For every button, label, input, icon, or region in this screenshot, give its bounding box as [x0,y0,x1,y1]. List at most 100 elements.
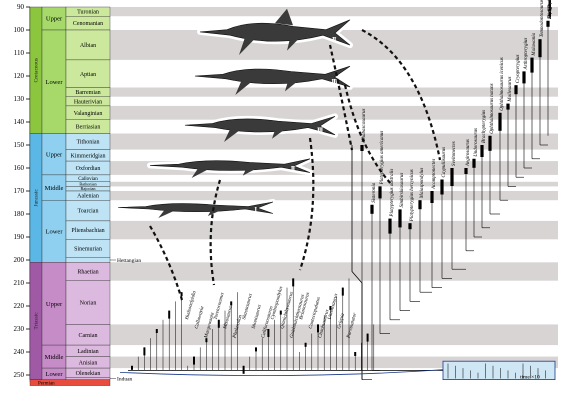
hettangian-label: Hettangian [117,258,141,264]
stem-range-bar [267,329,270,337]
stage-label: Aalenian [77,194,99,200]
taxon-label: Ichthyosaurus [548,0,553,20]
axis-tick-label: 210 [14,279,25,287]
axis-tick-label: 220 [14,302,25,310]
silhouette-temnodontosaurus-front-flipper [224,129,239,142]
taxon-label: Hudsonelpidia [185,290,198,321]
connector-2 [343,84,393,186]
stage-label: Tithonian [76,140,99,146]
stage-label: Bajocian [81,186,97,191]
taxon-label: Aegirosaurus [466,139,471,167]
stem-range-bar [292,278,295,287]
phylogenetic-tree [119,20,550,380]
connector-1 [328,44,354,151]
stage-label: Valanginian [74,111,103,117]
connector-5 [149,225,184,301]
epoch-cell [41,29,67,134]
stage-band [110,356,558,369]
silhouette-platypterygius-dorsal-fin [275,8,293,26]
stage-band [110,105,558,120]
taxon-label: Malawania [532,32,537,56]
crown-range-bar [514,85,518,95]
period-label: Jurassic [34,189,40,207]
stem-range-bar [180,292,183,297]
stage-label: Oxfordian [76,165,101,172]
period-label: Permian [38,381,55,386]
stem-range-bar [317,324,319,333]
taxon-label: Grippia [337,312,346,329]
silhouette-label: III [331,78,337,86]
stage-column: TuronianCenomanianAlbianAptianBarremianH… [65,6,111,380]
axis-tick-label: 240 [14,348,25,356]
axis-tick-label: 180 [14,210,25,218]
stage-band [110,181,558,187]
taxon-label: Brachypterygius [482,110,487,143]
axis-tick-label: 170 [14,187,25,195]
taxon-label: Macgowania [204,312,216,340]
silhouette-label: II [291,165,296,173]
epoch-label: Lower [46,79,64,86]
tree-spine [351,145,363,380]
crown-range-bar [388,218,392,234]
crown-range-bar [546,20,550,27]
epoch-label: Middle [45,354,64,361]
stage-label: Anisian [79,360,98,366]
connector-4 [209,179,222,286]
silhouette-mixosaurus [117,201,274,214]
axis-tick-label: 130 [14,95,25,103]
stage-label: Norian [80,301,97,307]
taxon-label: Sveltonectes [452,141,457,166]
stage-cell [65,280,111,325]
crown-range-bar [440,179,444,195]
stem-range-bar [341,287,344,296]
stage-cell-induan [65,377,111,380]
taxon-label: Sisteronia [372,182,377,203]
taxon-label: Callawayia [195,305,206,329]
taxon-label: Excalibosaurus [548,0,553,20]
stage-band [110,220,558,240]
induan-label: Induan [117,376,133,382]
crown-range-bar [370,204,374,214]
silhouette-ophthalmosaurus [194,65,351,88]
stage-label: Toarcian [78,209,99,215]
stage-label: Cenomanian [73,21,103,27]
stage-label: Aptian [80,72,96,78]
stem-range-bar [193,356,195,365]
time-axis: 9010011012013014015016017018019020021022… [14,3,31,380]
epoch-label: Upper [46,151,63,158]
axis-tick-label: 150 [14,141,25,149]
taxon-label: Simbirskiasaurus [400,173,405,208]
taxon-label: Platypterygius australis [390,169,395,218]
stem-range-bar [131,365,133,370]
inset-box: time ×10 [442,360,556,380]
stage-band [110,191,558,201]
taxon-label: Ophthalmosaurus icenicus [500,57,505,111]
stage-label: Rhaetian [77,270,98,276]
epoch-label: Upper [46,301,63,308]
stage-label: Albian [80,43,96,49]
taxon-label: Shastasaurus [242,293,254,320]
taxon-label: Cymbospondylus [271,286,285,320]
taxon-label: Cryopterygius [516,55,521,84]
inset-label: time ×10 [520,374,540,380]
stage-label: Hauterivian [74,99,102,105]
stage-label: Bathonian [79,182,97,187]
crown-range-bar [418,200,422,210]
stem-range-bar [205,338,208,343]
stage-cell [65,29,111,61]
crown-range-bar [472,158,476,168]
stem-range-bar [155,329,158,333]
epoch-label: Lower [46,371,64,378]
stem-range-bar [366,333,369,342]
silhouette-shastasaurus [149,158,311,173]
stage-label: Kimmeridgian [71,153,106,159]
silhouette-shastasaurus-rear-flipper [242,169,256,176]
crown-range-bar [538,39,542,58]
silhouette-platypterygius [199,19,351,46]
stage-label: Barremian [75,90,100,96]
axis-tick-label: 230 [14,325,25,333]
axis-tick-label: 160 [14,164,25,172]
silhouette-mixosaurus-rear-flipper [207,210,221,216]
silhouette-temnodontosaurus-rear-flipper [272,130,284,139]
